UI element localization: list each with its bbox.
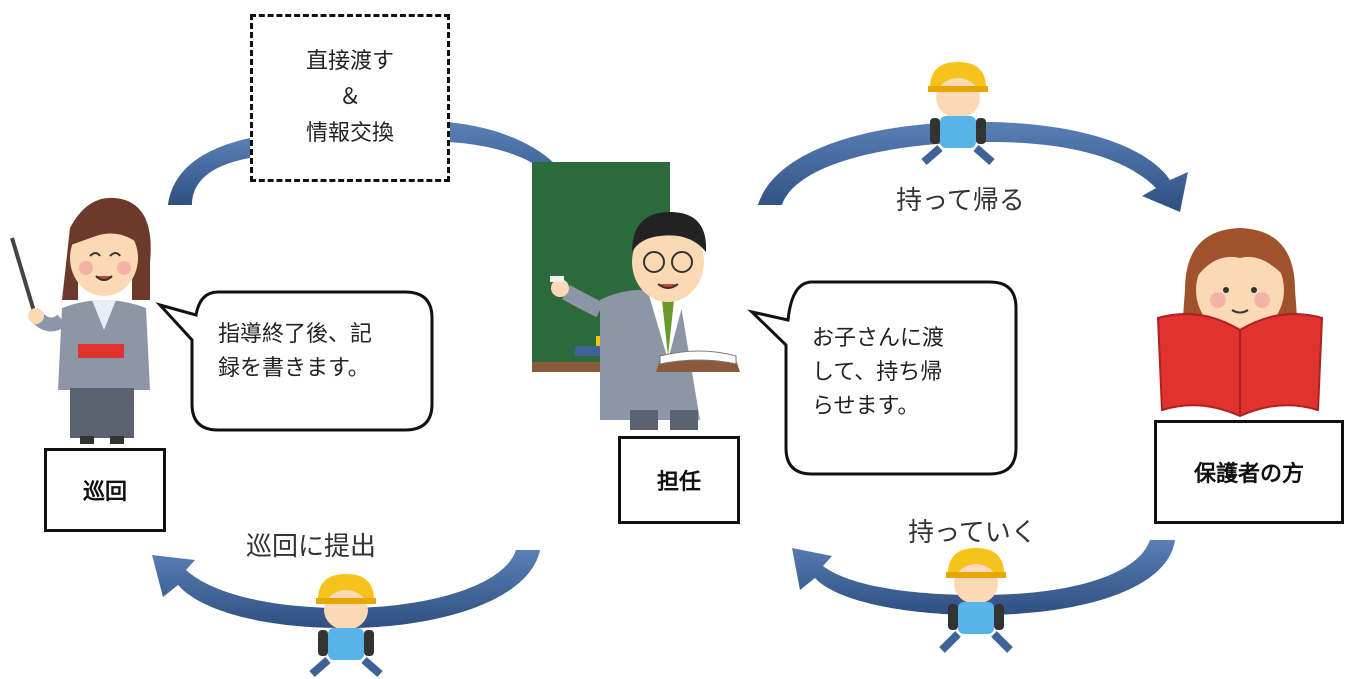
speech-bubble-patrol <box>155 290 434 432</box>
speech-bubble-homeroom <box>747 280 1018 476</box>
flow-label-bring-back: 持っていく <box>908 518 1037 548</box>
child-top-illustration <box>921 62 995 166</box>
bubble-text-homeroom: お子さんに渡 して、持ち帰 らせます。 <box>812 326 945 419</box>
arrow-exchange-to-homeroom <box>448 122 585 210</box>
role-name-homeroom: 担任 <box>656 470 701 495</box>
arrow-guardian-to-homeroom <box>792 540 1175 615</box>
arrow-homeroom-to-patrol <box>152 550 540 628</box>
child-bottom-right-illustration <box>939 548 1013 653</box>
homeroom-teacher-illustration <box>532 162 740 430</box>
guardian-illustration <box>1156 228 1324 418</box>
arrow-homeroom-to-guardian <box>758 121 1188 212</box>
role-name-patrol: 巡回 <box>82 480 127 505</box>
child-bottom-left-illustration <box>309 574 383 678</box>
exchange-box: 直接渡す ＆ 情報交換 <box>250 14 450 182</box>
role-box-guardian: 保護者の方 <box>1154 420 1344 524</box>
arrow-patrol-to-exchange <box>168 138 250 205</box>
patrol-teacher-illustration <box>10 197 151 444</box>
role-name-guardian: 保護者の方 <box>1193 462 1304 487</box>
role-box-homeroom: 担任 <box>618 436 740 524</box>
role-box-patrol: 巡回 <box>44 448 166 532</box>
flow-label-take-home: 持って帰る <box>896 186 1025 216</box>
bubble-text-patrol: 指導終了後、記 録を書きます。 <box>218 322 373 381</box>
flow-label-submit-to-patrol: 巡回に提出 <box>246 532 377 562</box>
